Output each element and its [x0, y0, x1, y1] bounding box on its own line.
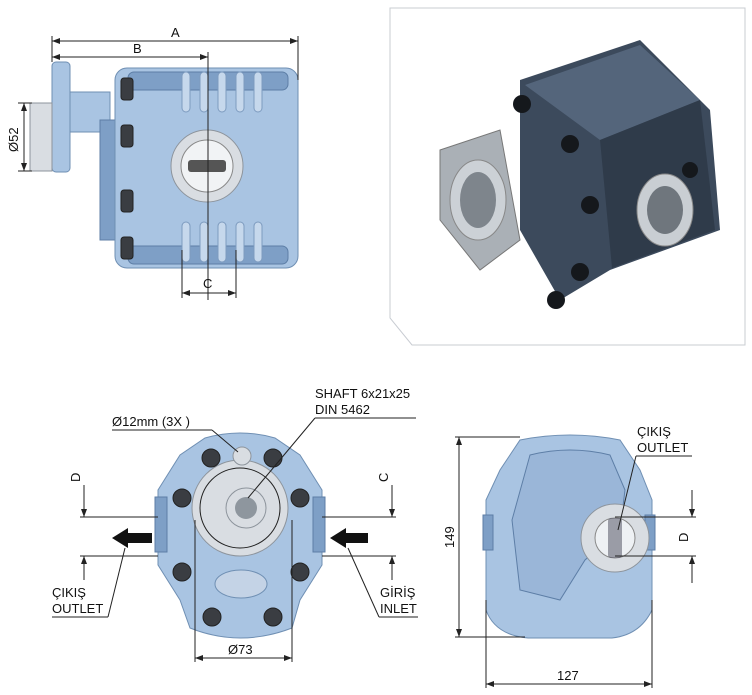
inlet-label-en: INLET: [380, 601, 417, 616]
dim-b-label: B: [133, 41, 142, 56]
inlet-label-tr: GİRİŞ: [380, 585, 416, 600]
side-view: A B C Ø52: [6, 25, 299, 300]
dim-a-label: A: [171, 25, 180, 40]
bolt-heads: [120, 77, 134, 260]
front-dim-d-label: D: [68, 473, 83, 482]
dim-c-label: C: [203, 276, 212, 291]
shaft-pilot: [29, 102, 53, 172]
outlet-arrow-icon: [112, 528, 152, 548]
outlet-label-en: OUTLET: [52, 601, 103, 616]
hole-note: Ø12mm (3X ): [112, 414, 190, 429]
front-view: D C Ø73 Ø12mm (3X ) SHAFT 6x21x25 DIN 54…: [52, 386, 418, 662]
bolt-heads: [172, 448, 310, 627]
dim-diameter-label: Ø52: [6, 127, 21, 152]
rear-body: [485, 434, 653, 639]
outlet-label-tr: ÇIKIŞ: [52, 585, 86, 600]
front-dim-c-label: C: [376, 473, 391, 482]
dim-width-label: 127: [557, 668, 579, 683]
inlet-arrow-icon: [330, 528, 368, 548]
shaft-spec-line2: DIN 5462: [315, 402, 370, 417]
dim-height-label: 149: [442, 526, 457, 548]
product-render: [389, 7, 746, 346]
rear-outlet-label-tr: ÇIKIŞ: [637, 424, 671, 439]
flange: [51, 61, 71, 173]
rear-dim-d-label: D: [676, 533, 691, 542]
dim-diameter-73-label: Ø73: [228, 642, 253, 657]
shaft-spec-line1: SHAFT 6x21x25: [315, 386, 410, 401]
rear-outlet-label-en: OUTLET: [637, 440, 688, 455]
rear-view: 149 127 D ÇIKIŞ OUTLET: [442, 424, 696, 688]
